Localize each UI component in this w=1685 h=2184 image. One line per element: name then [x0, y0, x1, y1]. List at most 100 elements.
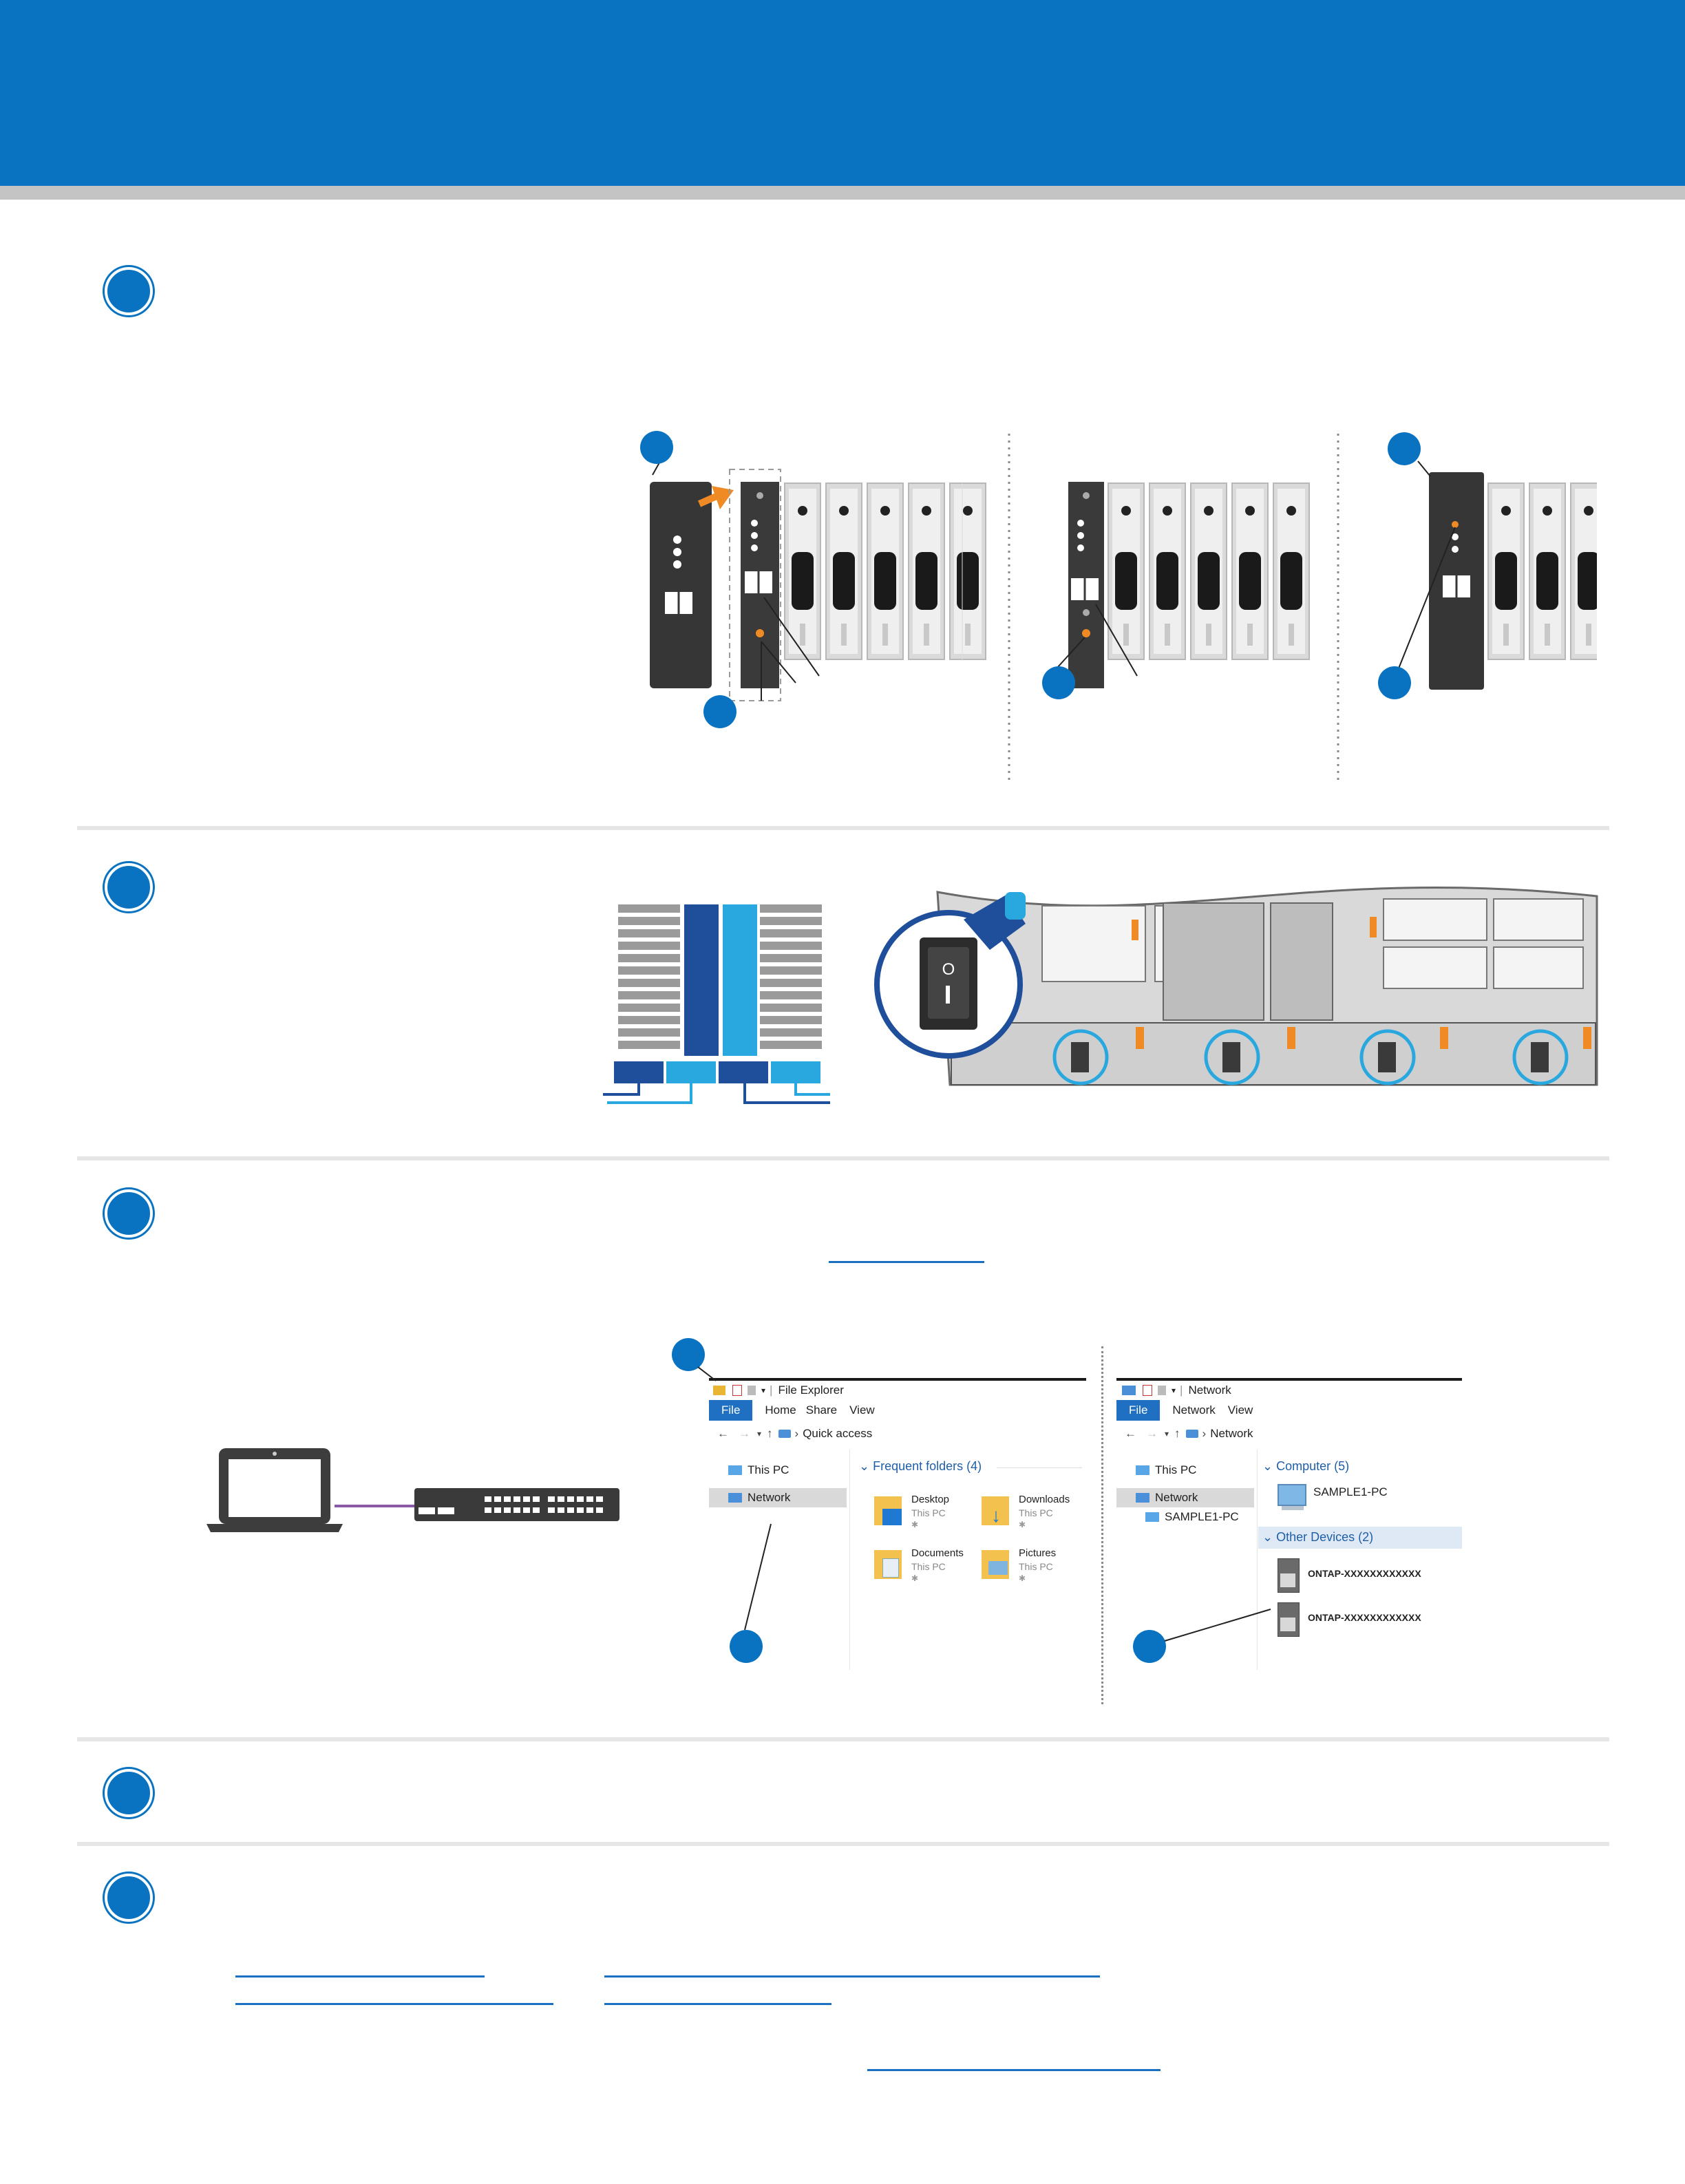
callout-marker [730, 1630, 763, 1663]
bezel-removed [650, 482, 712, 688]
tab-file[interactable]: File [709, 1400, 753, 1421]
tab-network[interactable]: Network [1172, 1403, 1216, 1417]
computer-item[interactable]: SAMPLE1-PC [1278, 1481, 1456, 1520]
header-stripe [0, 186, 1685, 200]
frequent-folders-header[interactable]: ⌄ Frequent folders (4) [859, 1459, 982, 1473]
hyperlink-underline[interactable] [867, 2069, 1161, 2071]
other-devices-header[interactable]: ⌄ Other Devices (2) [1258, 1527, 1462, 1549]
title-bar: ▾ | File Explorer [709, 1381, 1086, 1400]
quick-access-icon [778, 1430, 791, 1438]
nav-item-this-pc[interactable]: This PC [1136, 1463, 1196, 1477]
new-folder-icon[interactable] [748, 1386, 756, 1395]
up-icon[interactable]: ↑ [767, 1427, 773, 1440]
quick-access-dropdown-icon[interactable]: ▾ [1172, 1386, 1176, 1395]
folder-tile-desktop[interactable]: Desktop This PC ✱ [874, 1491, 977, 1536]
folder-icon [713, 1386, 725, 1395]
laptop-switch-svg [206, 1448, 619, 1532]
hyperlink-underline[interactable] [235, 2003, 553, 2005]
section-divider [77, 826, 1609, 830]
content-pane: ⌄ Computer (5) SAMPLE1-PC ⌄ Other Device… [1258, 1450, 1462, 1670]
network-location-icon [1185, 1430, 1198, 1438]
hyperlink-underline[interactable] [604, 1975, 1100, 1978]
tab-view[interactable]: View [849, 1403, 875, 1417]
section-divider [77, 1842, 1609, 1846]
ribbon-tabs: File Network View [1116, 1400, 1462, 1421]
tab-share[interactable]: Share [805, 1403, 838, 1417]
step-2-marker [105, 863, 153, 911]
step-4-marker [105, 1769, 153, 1817]
content-pane: ⌄ Frequent folders (4) Desktop This PC ✱… [855, 1450, 1082, 1670]
title-bar: ▾ | Network [1116, 1381, 1462, 1400]
window-title: File Explorer [778, 1383, 844, 1397]
tab-view[interactable]: View [1227, 1403, 1253, 1417]
nav-item-network[interactable]: Network [709, 1488, 847, 1507]
back-icon[interactable]: ← [1125, 1427, 1136, 1440]
new-folder-icon[interactable] [1158, 1386, 1166, 1395]
step-3-marker [105, 1189, 153, 1238]
power-switch-svg: O [874, 887, 1598, 1086]
callout-marker [1378, 666, 1411, 699]
address-path[interactable]: Quick access [803, 1427, 873, 1440]
computer-icon [1145, 1512, 1159, 1522]
device-item[interactable]: ONTAP-XXXXXXXXXXXX [1278, 1558, 1456, 1595]
tab-home[interactable]: Home [765, 1403, 796, 1417]
section-divider [77, 1737, 1609, 1741]
up-icon[interactable]: ↑ [1174, 1427, 1180, 1440]
address-path[interactable]: Network [1210, 1427, 1253, 1440]
svg-text:O: O [942, 960, 955, 979]
address-bar: ← → ▾ ↑ › Network [1125, 1427, 1253, 1440]
computer-group-header[interactable]: ⌄ Computer (5) [1262, 1459, 1350, 1473]
hyperlink-underline[interactable] [829, 1261, 984, 1263]
section-divider [77, 1156, 1609, 1160]
network-icon [1136, 1493, 1149, 1503]
computer-icon [1136, 1465, 1149, 1475]
pin-icon: ✱ [911, 1573, 919, 1583]
forward-icon[interactable]: → [739, 1427, 750, 1440]
power-circuit-svg [603, 904, 830, 1104]
navigation-pane: This PC Network SAMPLE1-PC [1116, 1450, 1258, 1670]
callout-marker [1042, 666, 1075, 699]
pin-icon: ✱ [911, 1520, 919, 1529]
computer-icon [728, 1465, 742, 1475]
properties-icon[interactable] [732, 1385, 742, 1396]
downloads-folder-icon [982, 1496, 1009, 1525]
callout-marker [1388, 432, 1421, 465]
back-icon[interactable]: ← [717, 1427, 729, 1440]
nav-item-sample1-pc[interactable]: SAMPLE1-PC [1145, 1510, 1239, 1524]
tab-file[interactable]: File [1116, 1400, 1161, 1421]
file-explorer-window: ▾ | File Explorer File Home Share View ←… [709, 1378, 1086, 1670]
callout-marker [1133, 1630, 1166, 1663]
folder-tile-downloads[interactable]: ↓ Downloads This PC ✱ [982, 1491, 1082, 1536]
folder-tile-documents[interactable]: Documents This PC ✱ [874, 1545, 977, 1590]
properties-icon[interactable] [1143, 1385, 1152, 1396]
pin-icon: ✱ [1019, 1520, 1026, 1529]
callout-marker [640, 431, 673, 464]
forward-icon[interactable]: → [1146, 1427, 1158, 1440]
pin-icon: ✱ [1019, 1573, 1026, 1583]
nav-item-this-pc[interactable]: This PC [728, 1463, 789, 1477]
shelf-id-illustration [619, 427, 1607, 785]
recent-dropdown-icon[interactable]: ▾ [757, 1429, 762, 1439]
step-1-marker [105, 267, 153, 315]
hyperlink-underline[interactable] [235, 1975, 485, 1978]
navigation-pane: This PC Network [709, 1450, 850, 1670]
panel-separator [1101, 1346, 1103, 1704]
nav-item-network[interactable]: Network [1116, 1488, 1254, 1507]
callout-marker [672, 1338, 705, 1371]
shelf-id-svg [650, 434, 1607, 785]
network-explorer-window: ▾ | Network File Network View ← → ▾ ↑ › … [1116, 1378, 1462, 1670]
network-icon [1122, 1386, 1136, 1395]
callout-marker [703, 695, 736, 728]
header-banner [0, 0, 1685, 186]
step-5-marker [105, 1874, 153, 1922]
device-item[interactable]: ONTAP-XXXXXXXXXXXX [1278, 1602, 1456, 1640]
hyperlink-underline[interactable] [604, 2003, 831, 2005]
arrow-icon [712, 486, 734, 509]
recent-dropdown-icon[interactable]: ▾ [1165, 1429, 1169, 1439]
pc-icon [1278, 1484, 1306, 1506]
laptop-switch-diagram [204, 1444, 624, 1538]
quick-access-dropdown-icon[interactable]: ▾ [761, 1386, 766, 1395]
folder-tile-pictures[interactable]: Pictures This PC ✱ [982, 1545, 1082, 1590]
window-title: Network [1188, 1383, 1231, 1397]
power-circuit-diagram [603, 900, 833, 1110]
